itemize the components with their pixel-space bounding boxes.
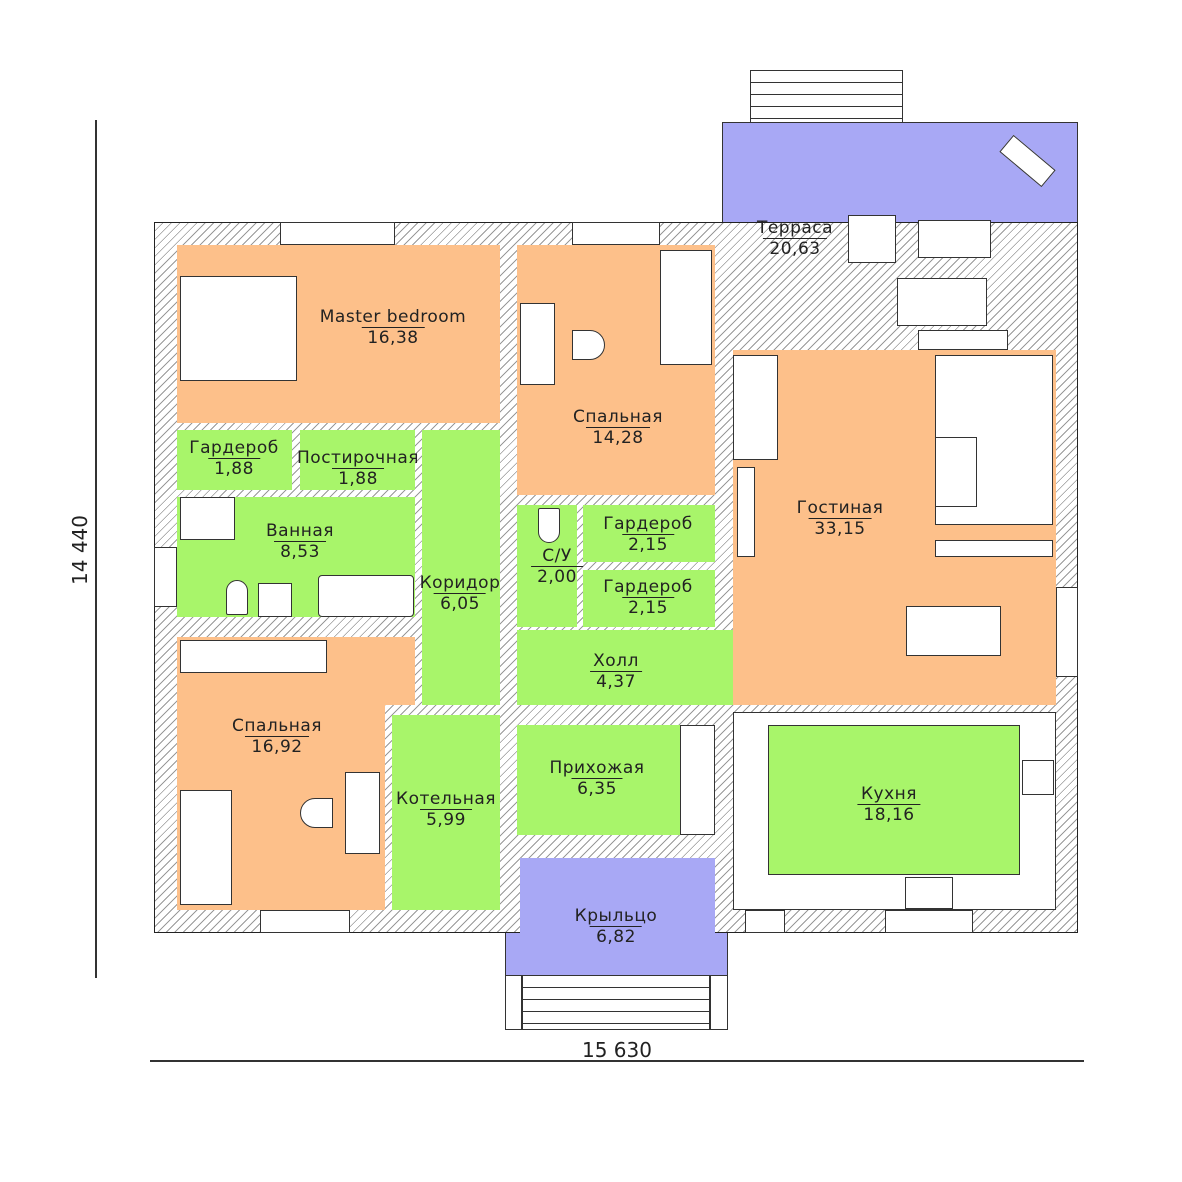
room-corridor xyxy=(422,430,500,705)
tv-stand xyxy=(737,467,755,557)
room-entrance xyxy=(517,725,680,835)
shower xyxy=(180,497,235,540)
terrace-steps xyxy=(750,70,903,124)
chair xyxy=(572,330,605,360)
window xyxy=(918,330,1008,350)
terrace-chair xyxy=(848,215,896,263)
dining-table xyxy=(906,606,1001,656)
terrace-sofa xyxy=(897,278,987,326)
room-laundry xyxy=(300,430,415,490)
bed xyxy=(660,250,712,365)
terrace-table xyxy=(918,220,991,258)
room-wardrobe-3 xyxy=(583,570,715,627)
wardrobe xyxy=(680,725,715,835)
window xyxy=(885,910,973,933)
sink xyxy=(905,877,953,909)
height-dimension: 14 440 xyxy=(67,515,92,585)
porch-steps xyxy=(522,975,710,1030)
toilet xyxy=(538,508,560,543)
window xyxy=(1056,587,1078,677)
bed xyxy=(180,790,232,905)
room-boiler xyxy=(392,715,500,910)
fireplace xyxy=(733,355,778,460)
desk xyxy=(345,772,380,854)
window xyxy=(572,222,660,245)
room-kitchen xyxy=(768,725,1020,875)
window xyxy=(280,222,395,245)
wardrobe xyxy=(180,640,327,673)
width-dimension-line xyxy=(150,1060,1084,1062)
width-dimension: 15 630 xyxy=(582,1038,652,1062)
porch-railing xyxy=(505,975,522,1030)
bathtub xyxy=(318,575,414,617)
double-bed xyxy=(180,276,297,381)
porch-inner xyxy=(520,858,715,975)
porch-railing xyxy=(710,975,728,1030)
desk xyxy=(520,303,555,385)
window xyxy=(154,547,177,607)
window xyxy=(260,910,350,933)
room-wardrobe-2 xyxy=(583,505,715,562)
stove xyxy=(1022,760,1054,795)
room-wardrobe-1 xyxy=(177,430,292,490)
room-hall xyxy=(517,630,733,705)
shelf xyxy=(935,540,1053,557)
height-dimension-line xyxy=(95,120,97,978)
window xyxy=(745,910,785,933)
toilet xyxy=(226,580,248,615)
washing-machine xyxy=(258,583,292,617)
chair xyxy=(300,798,333,828)
coffee-table xyxy=(935,437,977,507)
